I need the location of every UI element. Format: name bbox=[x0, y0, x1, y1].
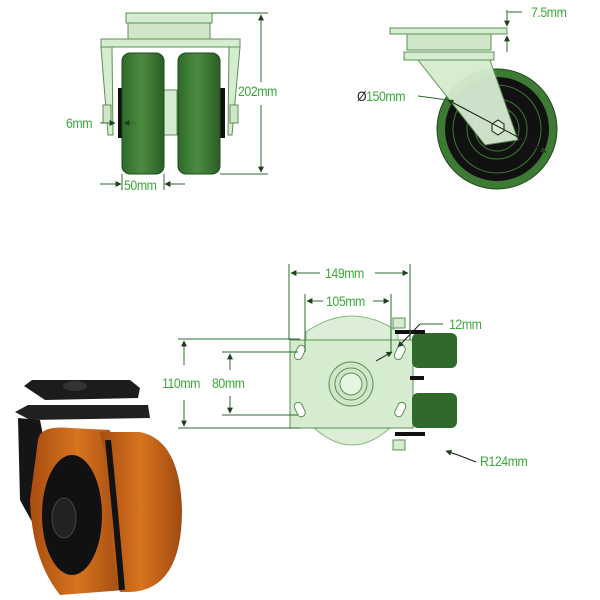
label-top-swivel-radius: R124mm bbox=[480, 453, 528, 469]
label-side-wheel-diameter: Ø150mm bbox=[357, 88, 405, 104]
side-view-drawing bbox=[389, 10, 558, 190]
label-top-plate-width: 110mm bbox=[162, 375, 200, 391]
label-top-hole-spacing-length: 105mm bbox=[326, 293, 365, 309]
label-front-tread-width: 50mm bbox=[124, 177, 157, 193]
label-top-hole-spacing-width: 80mm bbox=[212, 375, 245, 391]
top-view-drawing bbox=[178, 264, 477, 463]
castor-photo bbox=[15, 380, 182, 595]
label-front-height: 202mm bbox=[238, 83, 277, 99]
front-view-drawing bbox=[100, 12, 268, 190]
label-side-plate-thickness: 7.5mm bbox=[531, 4, 567, 20]
label-front-offset: 6mm bbox=[66, 115, 93, 131]
label-top-plate-length: 149mm bbox=[325, 265, 364, 281]
diameter-symbol-icon: Ø bbox=[357, 88, 367, 104]
label-top-hole-size: 12mm bbox=[449, 316, 482, 332]
wheel-diameter-value: 150mm bbox=[366, 88, 406, 104]
